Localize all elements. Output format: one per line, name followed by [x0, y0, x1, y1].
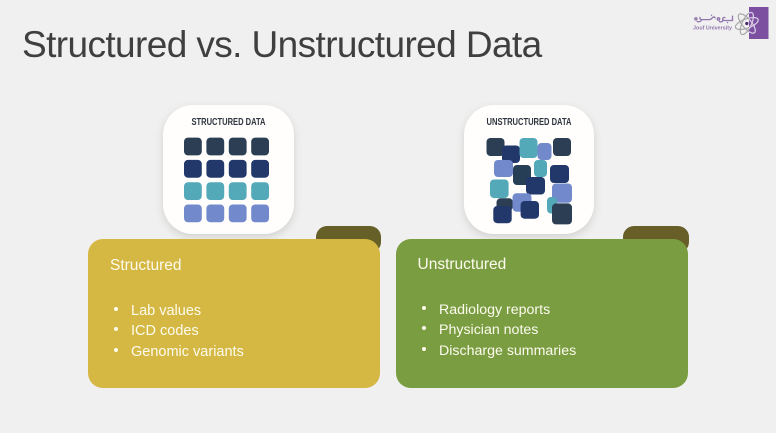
svg-text:Jouf University: Jouf University — [693, 26, 732, 32]
